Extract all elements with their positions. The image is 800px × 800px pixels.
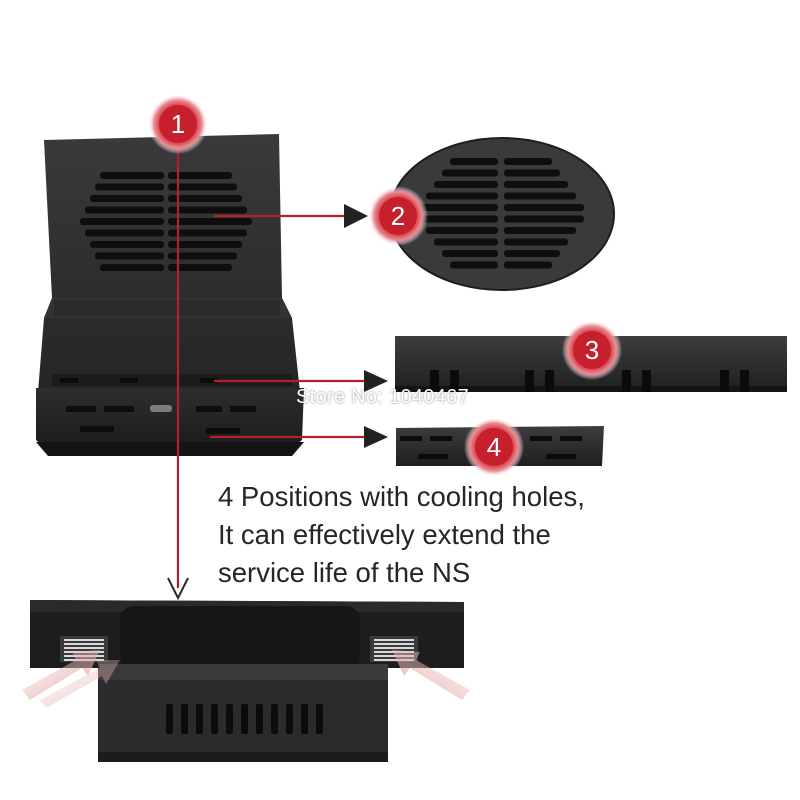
vent-slot [100, 264, 164, 271]
vent-slot [426, 192, 498, 200]
vent-slot [434, 181, 498, 188]
vent-slot [546, 454, 576, 459]
vent-slot [560, 436, 582, 441]
vent-slot [720, 370, 729, 392]
vent-slot [418, 204, 498, 211]
caption-line-2: It can effectively extend the [218, 519, 551, 550]
vent-zoom-oval [389, 137, 615, 291]
gill-line [64, 647, 104, 649]
gill-line [64, 643, 104, 645]
callout-arrow-4 [210, 426, 388, 448]
vent-slot [622, 370, 631, 392]
vent-slot [241, 704, 248, 734]
vent-slot [196, 704, 203, 734]
vent-slot [271, 704, 278, 734]
vent-slot [442, 169, 498, 177]
vent-slot [426, 227, 498, 234]
vent-slot [434, 238, 498, 246]
caption-line-1: 4 Positions with cooling holes, [218, 481, 585, 512]
stand-main-view [36, 134, 304, 456]
caption-line-3: service life of the NS [218, 557, 471, 588]
badge-2: 2 [368, 186, 428, 246]
vent-slot [450, 158, 498, 165]
vent-slot [168, 241, 242, 248]
airflow-arrow-left [22, 650, 120, 708]
vent-slot [418, 215, 498, 223]
badge-3: 3 [562, 320, 622, 380]
vent-slot [90, 195, 164, 202]
vent-slot [450, 370, 459, 392]
vent-slot [430, 370, 439, 392]
vent-slot [168, 195, 242, 202]
vent-slot [504, 250, 560, 257]
vent-slot [168, 229, 247, 237]
vent-slot [545, 370, 554, 392]
vent-slot [504, 158, 552, 165]
feature-caption: 4 Positions with cooling holes, It can e… [218, 478, 698, 592]
airflow-arrow-right [392, 650, 470, 700]
vent-slot [504, 215, 584, 223]
vent-slot [504, 169, 560, 177]
vent-slot [504, 261, 552, 269]
svg-text:4: 4 [487, 432, 501, 462]
vent-slot [95, 252, 164, 260]
vent-slot [168, 206, 247, 214]
vent-slot [95, 183, 164, 191]
vent-slot [400, 436, 422, 441]
vent-slot [211, 704, 218, 734]
gill-line [64, 639, 104, 641]
vent-slot [504, 181, 568, 188]
gill-line [374, 643, 414, 645]
gill-line [374, 655, 414, 657]
vent-slot [530, 436, 552, 441]
vent-slot [642, 370, 651, 392]
callout-arrow-1 [167, 148, 189, 601]
vent-slot [286, 704, 293, 734]
vent-slot [168, 172, 232, 179]
vent-slot [316, 704, 323, 734]
vent-slot [525, 370, 534, 392]
vent-slot [80, 218, 164, 225]
vent-slot [181, 704, 188, 734]
gill-line [374, 647, 414, 649]
badge-1: 1 [148, 94, 208, 154]
stand-vent-grille [80, 172, 252, 271]
vent-slot [166, 704, 173, 734]
vent-slot [504, 238, 568, 246]
svg-text:1: 1 [171, 109, 185, 139]
gill-line [374, 659, 414, 661]
vent-slot [85, 229, 164, 237]
console-bottom-view [30, 600, 464, 762]
vent-slot [450, 261, 498, 269]
vent-slot [168, 252, 237, 260]
vent-slot [256, 704, 263, 734]
svg-text:3: 3 [585, 335, 599, 365]
store-watermark: Store No: 1040467 [296, 386, 470, 408]
vent-slot [168, 264, 232, 271]
vent-slot [168, 183, 237, 191]
vent-slot [442, 250, 498, 257]
vent-slot [430, 436, 452, 441]
badge-4: 4 [464, 417, 524, 477]
vent-slot [504, 192, 576, 200]
vent-slot [504, 204, 584, 211]
vent-slot [504, 227, 576, 234]
vent-slot [740, 370, 749, 392]
svg-text:2: 2 [391, 201, 405, 231]
vent-slot [168, 218, 252, 225]
vent-slot [226, 704, 233, 734]
callout-arrow-3 [214, 370, 388, 392]
vent-slot [100, 172, 164, 179]
vent-slot [85, 206, 164, 214]
vent-slot [418, 454, 448, 459]
vent-slot [90, 241, 164, 248]
callout-arrow-2 [214, 204, 368, 228]
gill-line [374, 639, 414, 641]
vent-slot [301, 704, 308, 734]
